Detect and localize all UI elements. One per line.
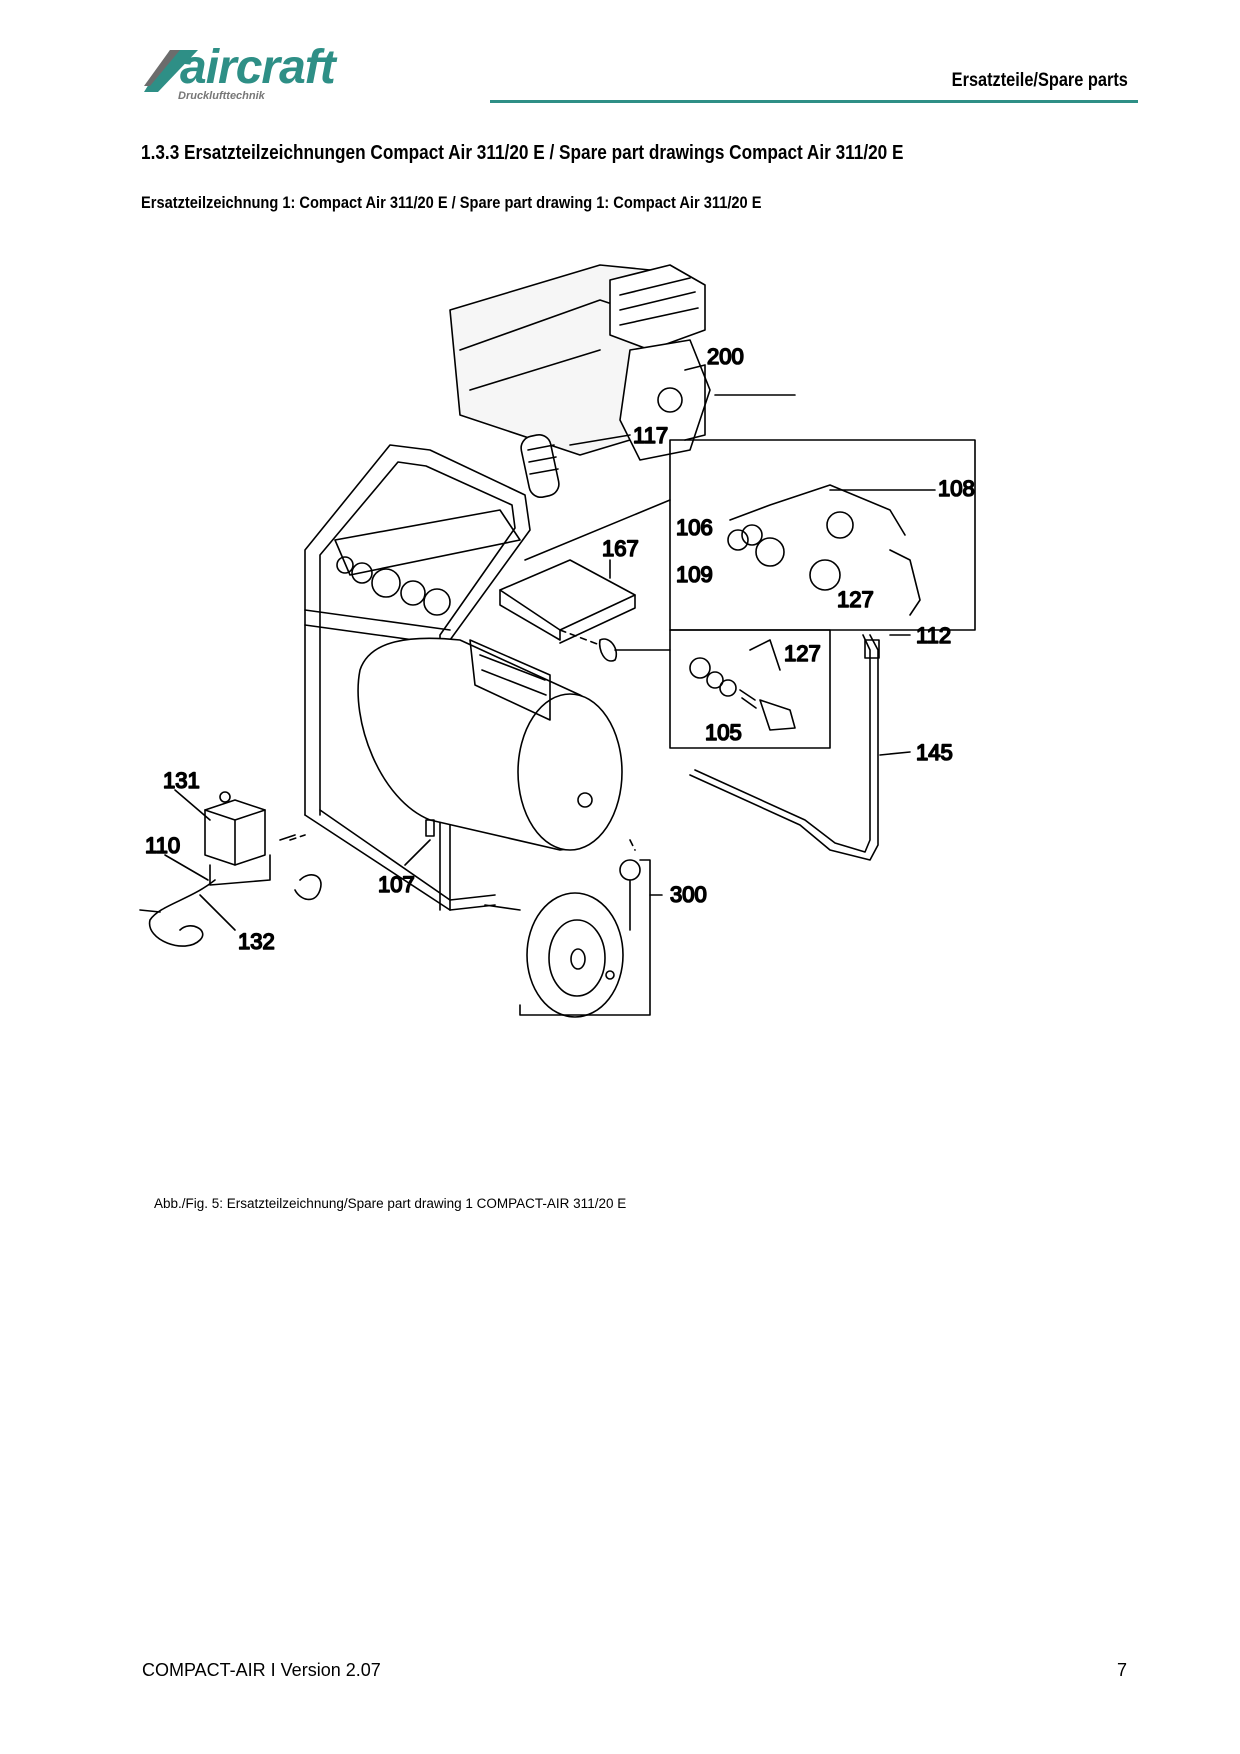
aircraft-logo: aircraft Drucklufttechnik (140, 41, 370, 106)
header-title: Ersatzteile/Spare parts (951, 70, 1128, 91)
logo-subtitle: Drucklufttechnik (178, 90, 265, 102)
logo-wordmark: aircraft (180, 41, 336, 94)
part-label-106: 106 (676, 515, 713, 540)
hose-drawing (689, 634, 911, 861)
bracket-drawing (499, 559, 636, 644)
spare-part-drawing: 200 117 108 106 167 109 127 112 127 105 … (130, 240, 1110, 1140)
part-label-300: 300 (670, 882, 707, 907)
header-rule (490, 100, 1138, 103)
drawing-title: Ersatzteilzeichnung 1: Compact Air 311/2… (141, 193, 762, 212)
part-label-167: 167 (602, 536, 639, 561)
part-label-127-bottom: 127 (784, 641, 821, 666)
part-label-145: 145 (916, 740, 953, 765)
part-label-110: 110 (145, 833, 180, 858)
part-label-200: 200 (707, 344, 744, 369)
page-header: aircraft Drucklufttechnik Ersatzteile/Sp… (0, 0, 1240, 110)
pressure-switch-drawing (139, 789, 322, 947)
page-number: 7 (1116, 1660, 1127, 1680)
handle-grip-drawing (520, 433, 631, 499)
part-label-108: 108 (938, 476, 975, 501)
tank-drawing (357, 637, 623, 851)
detail-box-valve (598, 629, 831, 749)
footer-version: COMPACT-AIR I Version 2.07 (142, 1660, 381, 1680)
logo-mark-icon (144, 50, 198, 92)
part-label-131: 131 (163, 768, 200, 793)
part-label-107: 107 (378, 872, 415, 897)
pump-unit-drawing (449, 264, 796, 461)
part-label-132: 132 (238, 929, 275, 954)
part-label-117: 117 (633, 423, 668, 448)
part-label-112: 112 (916, 623, 951, 648)
drain-valve-drawing (404, 819, 435, 866)
part-label-109: 109 (676, 562, 713, 587)
part-label-127-top: 127 (837, 587, 874, 612)
section-title: 1.3.3 Ersatzteilzeichnungen Compact Air … (141, 142, 904, 164)
frame-drawing (304, 444, 531, 911)
part-label-105: 105 (705, 720, 742, 745)
wheel-drawing (484, 859, 663, 1018)
figure-caption: Abb./Fig. 5: Ersatzteilzeichnung/Spare p… (154, 1196, 627, 1211)
